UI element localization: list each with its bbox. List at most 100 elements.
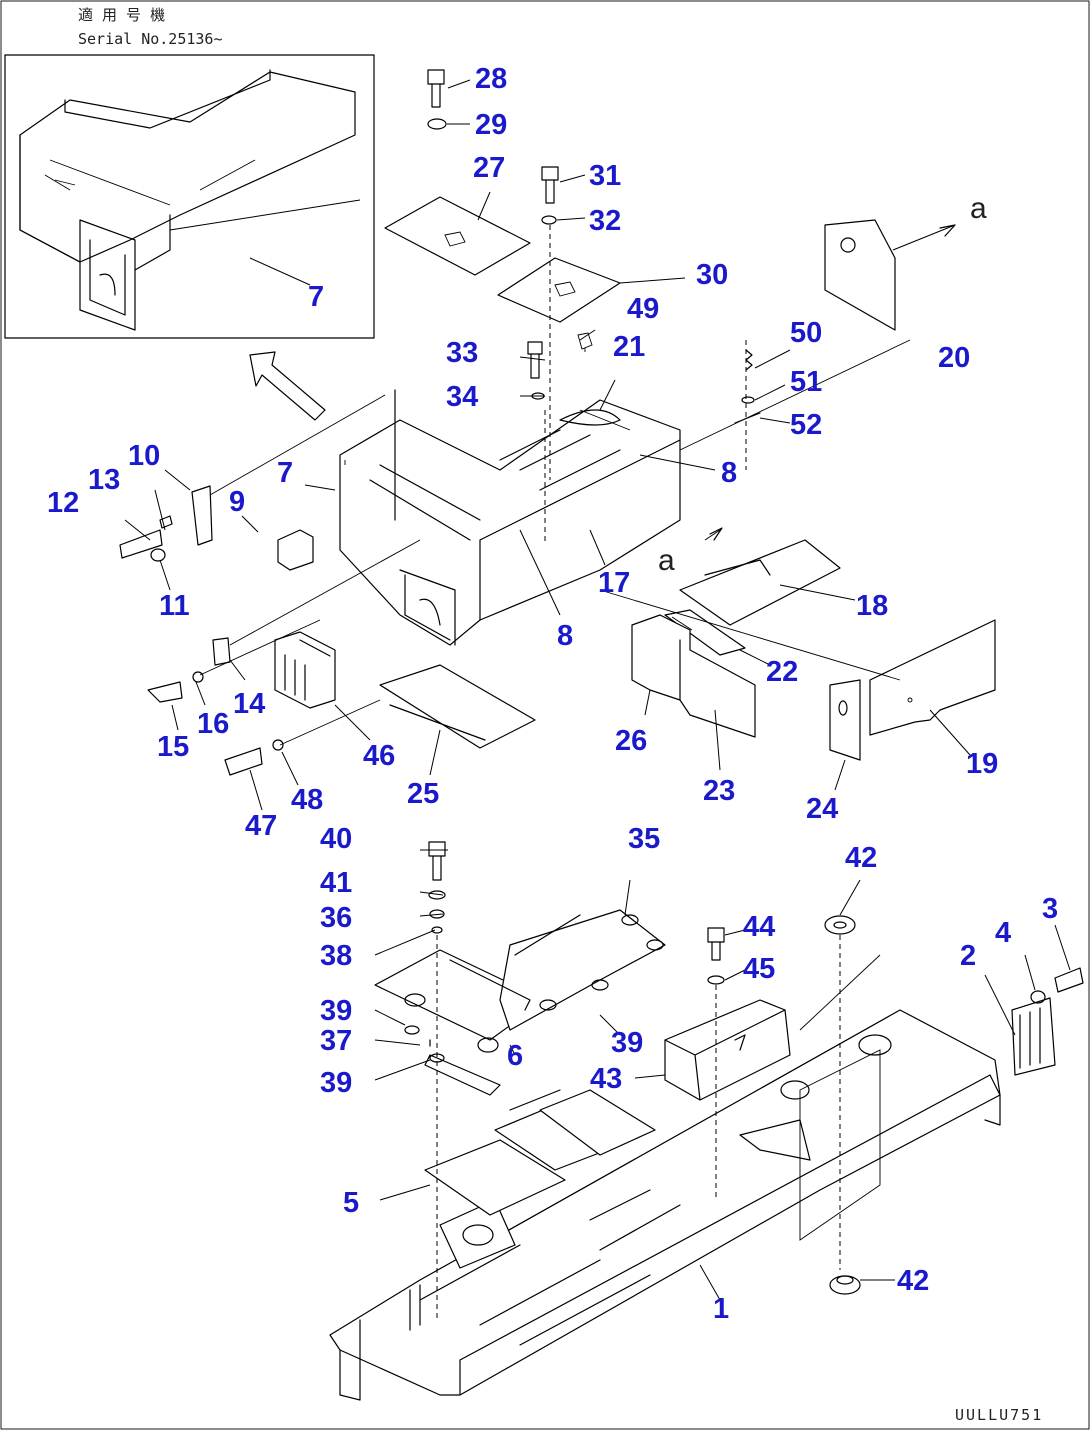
- panel-23-26: [631, 614, 756, 738]
- header-applicable-machine: 適 用 号 機: [78, 6, 165, 24]
- callout-41: 41: [320, 867, 352, 899]
- bolt-31: [541, 166, 559, 225]
- callout-31: 31: [589, 160, 621, 192]
- parts-14-16: [147, 637, 231, 703]
- direction-arrow: [249, 351, 326, 421]
- panel-20: [824, 219, 956, 331]
- callout-36: 36: [320, 902, 352, 934]
- callout-43: 43: [590, 1063, 622, 1095]
- panel-24: [829, 679, 861, 761]
- fasteners-50-52: [734, 340, 761, 470]
- callout-14: 14: [233, 688, 265, 720]
- upper-frame-assembly: [339, 389, 681, 646]
- header-serial-number: Serial No.25136~: [78, 30, 223, 48]
- callout-30: 30: [696, 259, 728, 291]
- bracket-46: [274, 631, 336, 709]
- callout-12: 12: [47, 487, 79, 519]
- bracket-22: [664, 609, 746, 656]
- callout-5: 5: [343, 1187, 359, 1219]
- drawing-code: UULLU751: [955, 1406, 1043, 1424]
- assembly-line-5: [599, 589, 901, 681]
- bolt-44-box-43: [664, 927, 791, 1200]
- callout-19: 19: [966, 748, 998, 780]
- leader-lines-lower: [374, 849, 1071, 1301]
- assembly-line-4: [279, 699, 381, 746]
- callout-35: 35: [628, 823, 660, 855]
- callout-26: 26: [615, 725, 647, 757]
- assembly-line-3: [199, 619, 321, 676]
- callout-51: 51: [790, 366, 822, 398]
- callout-52: 52: [790, 409, 822, 441]
- bolt-33: [527, 341, 545, 400]
- callout-4: 4: [995, 917, 1011, 949]
- assembly-line-2: [229, 539, 421, 646]
- panel-19: [869, 619, 996, 736]
- callout-24: 24: [806, 793, 838, 825]
- callout-27: 27: [473, 152, 505, 184]
- callout-45: 45: [743, 953, 775, 985]
- panel-18: [679, 539, 841, 626]
- plates-5: [424, 1089, 656, 1216]
- callout-25: 25: [407, 778, 439, 810]
- callout-32: 32: [589, 205, 621, 237]
- bolt-28: [427, 69, 447, 130]
- callout-2: 2: [960, 940, 976, 972]
- assembly-line-1: [209, 394, 386, 496]
- callout-23: 23: [703, 775, 735, 807]
- bolt-40-stack: [404, 841, 446, 1320]
- callout-8-lower: 8: [557, 620, 573, 652]
- callout-13: 13: [88, 464, 120, 496]
- callout-16: 16: [197, 708, 229, 740]
- callout-49: 49: [627, 293, 659, 325]
- callout-17: 17: [598, 567, 630, 599]
- callout-42-bottom: 42: [897, 1265, 929, 1297]
- callout-1: 1: [713, 1293, 729, 1325]
- main-frame-1: [329, 1009, 1001, 1401]
- callout-39-a: 39: [320, 995, 352, 1027]
- callout-37: 37: [320, 1025, 352, 1057]
- callout-20: 20: [938, 342, 970, 374]
- callout-21: 21: [613, 331, 645, 363]
- parts-9-13: [119, 485, 314, 571]
- callout-34: 34: [446, 381, 478, 413]
- cover-plate-27: [384, 196, 531, 276]
- callout-40: 40: [320, 823, 352, 855]
- callout-22: 22: [766, 656, 798, 688]
- callout-9: 9: [229, 486, 245, 518]
- callout-3: 3: [1042, 893, 1058, 925]
- callout-11: 11: [159, 590, 190, 622]
- cover-plate-30: [497, 257, 621, 323]
- parts-2-4: [1011, 967, 1084, 1076]
- view-letter-a-1: a: [970, 192, 987, 225]
- callout-42-top: 42: [845, 842, 877, 874]
- inset-frame-part-7: [4, 54, 375, 339]
- callout-38: 38: [320, 940, 352, 972]
- callout-47: 47: [245, 810, 277, 842]
- callout-28: 28: [475, 63, 507, 95]
- brackets-6-35: [374, 909, 666, 1096]
- callout-39-c: 39: [320, 1067, 352, 1099]
- callout-7: 7: [277, 457, 293, 489]
- callout-29: 29: [475, 109, 507, 141]
- leader-lines-upper: [124, 79, 971, 811]
- callout-8-right: 8: [721, 457, 737, 489]
- callout-10: 10: [128, 440, 160, 472]
- callout-46: 46: [363, 740, 395, 772]
- callout-33: 33: [446, 337, 478, 369]
- callout-44: 44: [743, 911, 775, 943]
- callout-labels: 1 2 3 4 5 6 7 7 8 8 9 10 11 12 13 14 15 …: [47, 63, 1058, 1325]
- plate-25: [379, 664, 536, 749]
- callout-18: 18: [856, 590, 888, 622]
- callout-7-inset: 7: [308, 281, 324, 313]
- assembly-line-6: [679, 339, 911, 451]
- parts-47-48: [224, 739, 284, 776]
- callout-48: 48: [291, 784, 323, 816]
- callout-39-b: 39: [611, 1027, 643, 1059]
- view-letter-a-2: a: [658, 544, 675, 577]
- callout-6: 6: [507, 1040, 523, 1072]
- callout-50: 50: [790, 317, 822, 349]
- mounts-42: [780, 915, 892, 1295]
